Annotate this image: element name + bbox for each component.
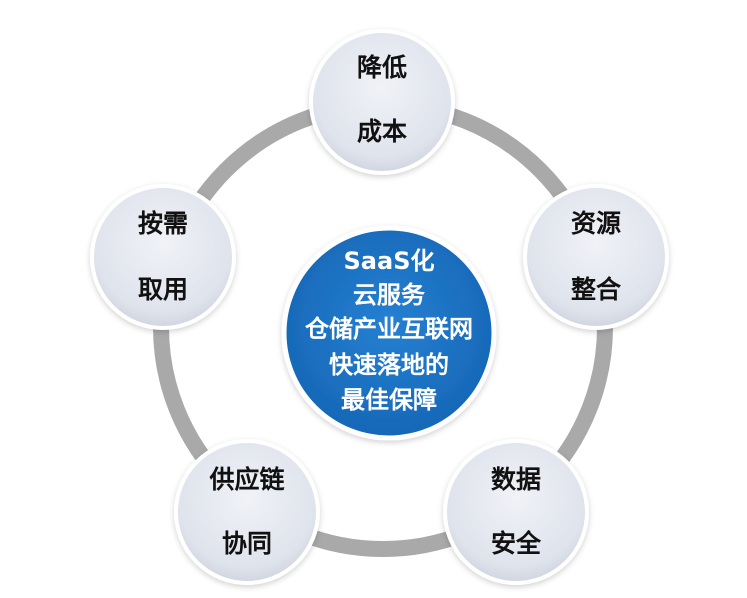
node-reduce-cost: 降低 成本 — [309, 29, 455, 175]
node-on-demand-use: 按需 取用 — [90, 184, 236, 330]
node-circle — [174, 439, 320, 585]
node-label-line-1: 供应链 — [208, 465, 284, 494]
center-line-5: 最佳保障 — [341, 386, 437, 414]
node-label-line-2: 安全 — [491, 529, 542, 558]
center-line-4: 快速落地的 — [329, 351, 449, 379]
center-line-2: 云服务 — [353, 281, 426, 309]
node-circle — [523, 184, 669, 330]
node-label-line-1: 资源 — [571, 209, 621, 238]
node-data-security: 数据 安全 — [443, 439, 589, 585]
center-line-1: SaaS化 — [344, 247, 435, 275]
node-circle — [90, 184, 236, 330]
center-circle — [281, 225, 497, 441]
node-label-line-1: 降低 — [357, 53, 407, 82]
center-line-3: 仓储产业互联网 — [304, 315, 473, 343]
node-circle — [443, 439, 589, 585]
node-label-line-2: 成本 — [357, 117, 407, 146]
node-label-line-2: 取用 — [138, 275, 188, 304]
node-label-line-1: 按需 — [138, 209, 188, 238]
node-label-line-1: 数据 — [491, 465, 541, 494]
node-resource-integration: 资源 整合 — [523, 184, 669, 330]
center-hub: SaaS化 云服务 仓储产业互联网 快速落地的 最佳保障 — [281, 225, 497, 441]
node-supply-chain-collaboration: 供应链 协同 — [174, 439, 320, 585]
node-label-line-2: 协同 — [222, 529, 272, 558]
node-circle — [309, 29, 455, 175]
node-label-line-2: 整合 — [571, 275, 622, 304]
